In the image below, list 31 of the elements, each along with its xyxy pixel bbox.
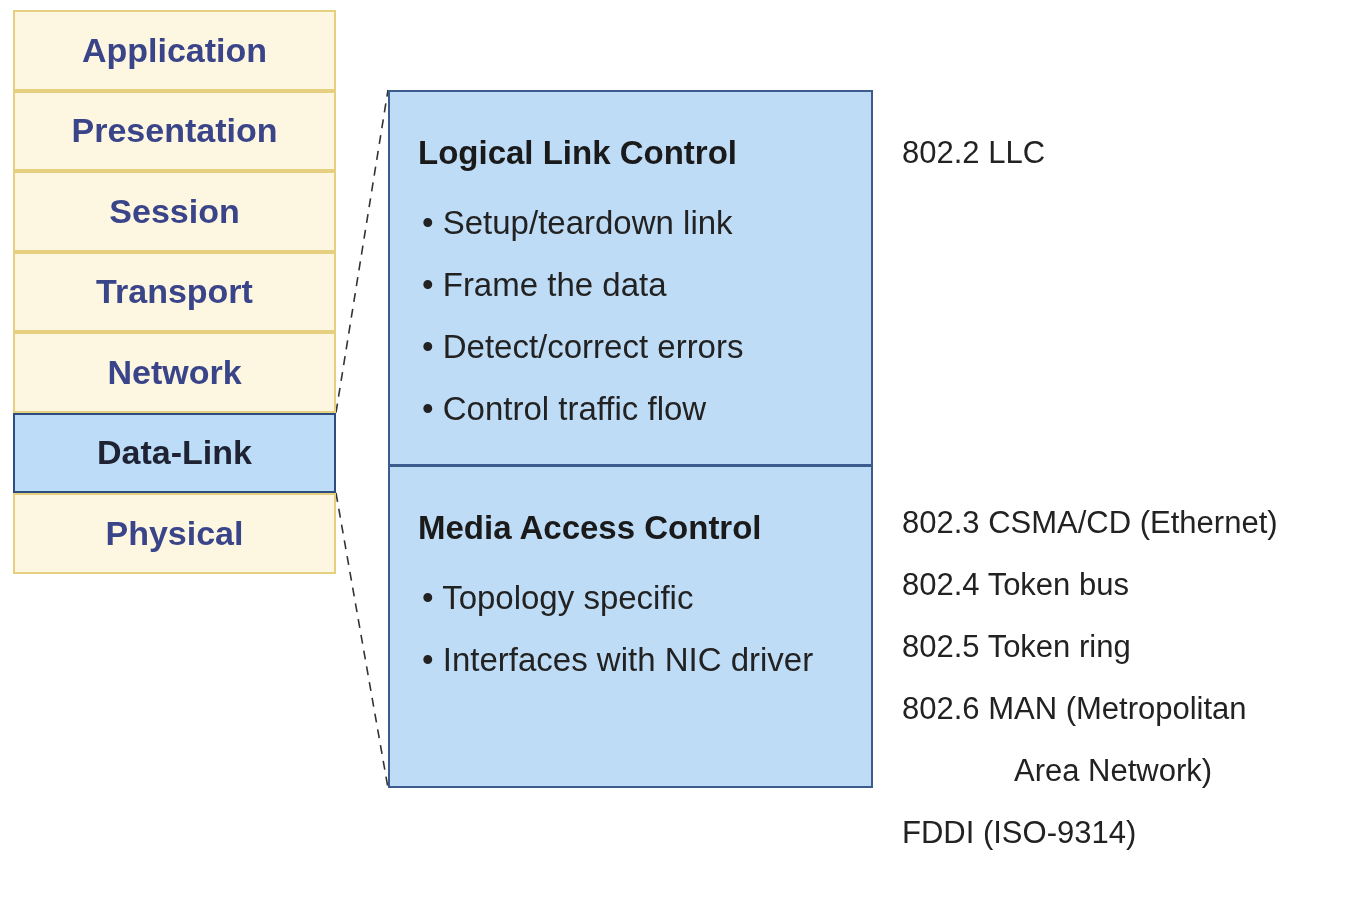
bullet-item: • Setup/teardown link <box>422 203 734 243</box>
layer-box <box>13 332 336 413</box>
layer-box <box>13 412 336 493</box>
layer-box <box>13 90 336 171</box>
sublayer-panel <box>388 90 873 466</box>
bullet-item: • Detect/correct errors <box>422 327 745 367</box>
layer-name: Presentation <box>71 110 278 152</box>
sublayer-panel <box>388 465 873 788</box>
standard-label: 802.4 Token bus <box>902 566 1130 604</box>
layer-name: Physical <box>105 512 244 554</box>
dashed-connector <box>335 89 389 414</box>
standard-label: 802.2 LLC <box>902 134 1047 172</box>
standard-label: 802.5 Token ring <box>902 628 1132 666</box>
layer-name: Data-Link <box>97 432 252 474</box>
bullet-item: • Frame the data <box>422 265 668 305</box>
standard-label: FDDI (ISO-9314) <box>902 814 1138 852</box>
bullet-item: • Interfaces with NIC driver <box>422 640 815 680</box>
standard-label: 802.3 CSMA/CD (Ethernet) <box>902 504 1279 542</box>
sublayer-heading: Logical Link Control <box>418 133 738 173</box>
layer-box <box>13 251 336 332</box>
layer-box <box>13 493 336 574</box>
layer-name: Application <box>81 29 268 71</box>
layer-name: Network <box>107 351 242 393</box>
standard-label: 802.6 MAN (Metropolitan Area Network) <box>902 690 1248 790</box>
bullet-item: • Topology specific <box>422 578 695 618</box>
layer-box <box>13 171 336 252</box>
layer-box <box>13 10 336 91</box>
layer-name: Session <box>109 190 240 232</box>
bullet-item: • Control traffic flow <box>422 389 708 429</box>
sublayer-heading: Media Access Control <box>418 508 763 548</box>
layer-name: Transport <box>96 271 253 313</box>
